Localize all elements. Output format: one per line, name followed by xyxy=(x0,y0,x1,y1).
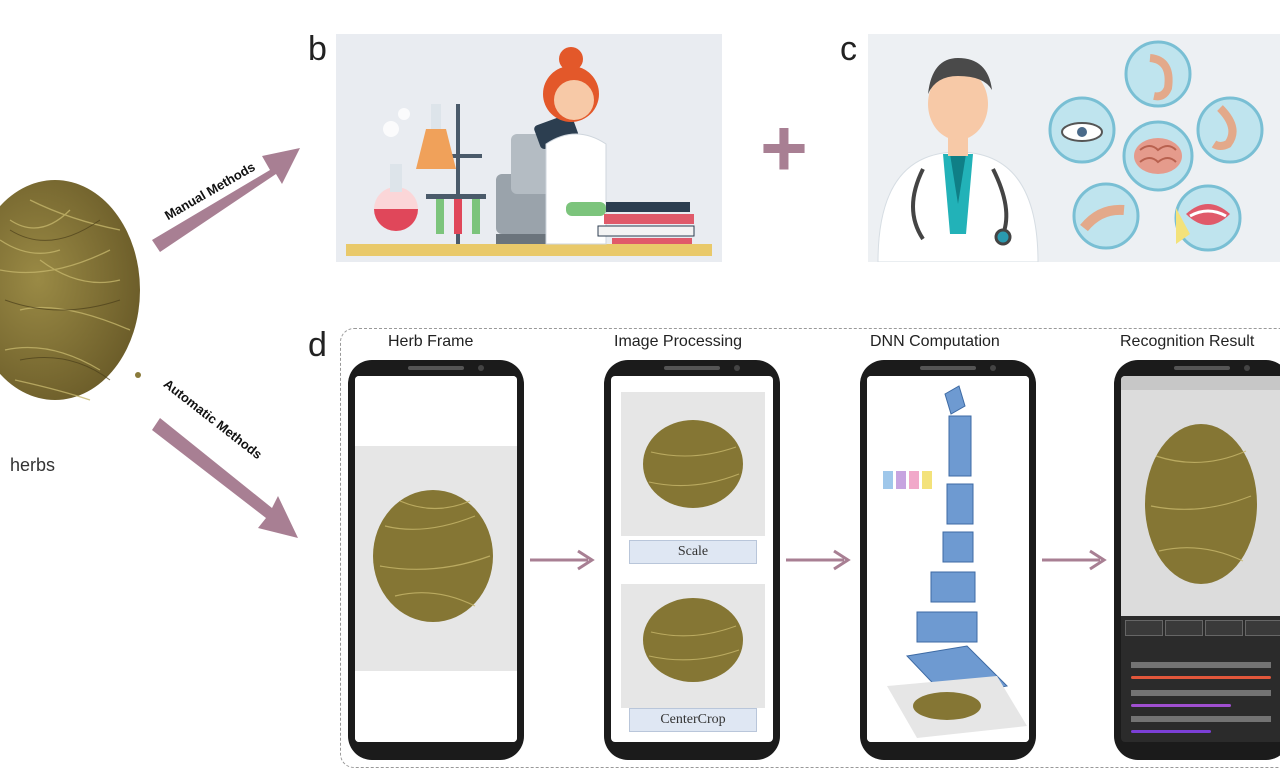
result-chip-2[interactable] xyxy=(1165,620,1203,636)
phone-speaker xyxy=(408,366,464,370)
phone-camera-icon xyxy=(1244,365,1250,371)
result-row-2-text xyxy=(1131,690,1271,696)
phone-screen: Scale CenterCrop xyxy=(611,376,773,742)
automatic-pipeline-frame xyxy=(340,328,1280,768)
plus-sign: + xyxy=(760,103,808,194)
pipeline-arrow-1 xyxy=(530,549,595,571)
manual-arrow xyxy=(152,148,300,252)
result-row-3-text xyxy=(1131,716,1271,722)
herb-photo-result xyxy=(1121,376,1280,616)
phone-herb-frame xyxy=(348,360,524,760)
panel-d-letter: d xyxy=(308,326,327,364)
herb-photo-full xyxy=(355,376,517,742)
phone-speaker xyxy=(920,366,976,370)
phone-screen xyxy=(1121,376,1280,742)
phone-speaker xyxy=(1174,366,1230,370)
stage-title-image-processing: Image Processing xyxy=(614,333,743,350)
result-row-3-bar xyxy=(1131,730,1211,733)
stage-title-herb-frame: Herb Frame xyxy=(388,333,474,350)
result-row-1-text xyxy=(1131,662,1271,668)
phone-screen xyxy=(355,376,517,742)
phone-speaker xyxy=(664,366,720,370)
phone-recognition-result-clip xyxy=(1114,360,1280,760)
result-chip-4[interactable] xyxy=(1245,620,1280,636)
phone-screen xyxy=(867,376,1029,742)
result-row-1-bar xyxy=(1131,676,1271,679)
pipeline-arrow-3 xyxy=(1042,549,1107,571)
phone-camera-icon xyxy=(478,365,484,371)
stage-title-dnn-computation: DNN Computation xyxy=(870,333,1000,350)
panel-b-letter: b xyxy=(308,30,327,68)
phone-recognition-result xyxy=(1114,360,1280,760)
scale-button[interactable]: Scale xyxy=(629,540,757,564)
result-row-2-bar xyxy=(1131,704,1231,707)
dnn-layers-icon xyxy=(867,376,1029,742)
herb-photo-centercrop xyxy=(621,584,765,708)
herbs-label: herbs xyxy=(10,455,56,475)
herb-pile-image xyxy=(0,180,141,401)
herb-photo-scale xyxy=(621,392,765,536)
pipeline-arrow-2 xyxy=(786,549,851,571)
phone-image-processing: Scale CenterCrop xyxy=(604,360,780,760)
senses-icons xyxy=(1048,40,1264,252)
phone-dnn-computation xyxy=(860,360,1036,760)
result-chip-1[interactable] xyxy=(1125,620,1163,636)
panel-c-letter: c xyxy=(840,30,857,68)
phone-camera-icon xyxy=(734,365,740,371)
result-chip-3[interactable] xyxy=(1205,620,1243,636)
centercrop-button[interactable]: CenterCrop xyxy=(629,708,757,732)
stage-title-recognition-result: Recognition Result xyxy=(1120,333,1255,350)
automatic-arrow xyxy=(152,418,298,538)
chemist-illustration xyxy=(336,34,722,262)
phone-camera-icon xyxy=(990,365,996,371)
